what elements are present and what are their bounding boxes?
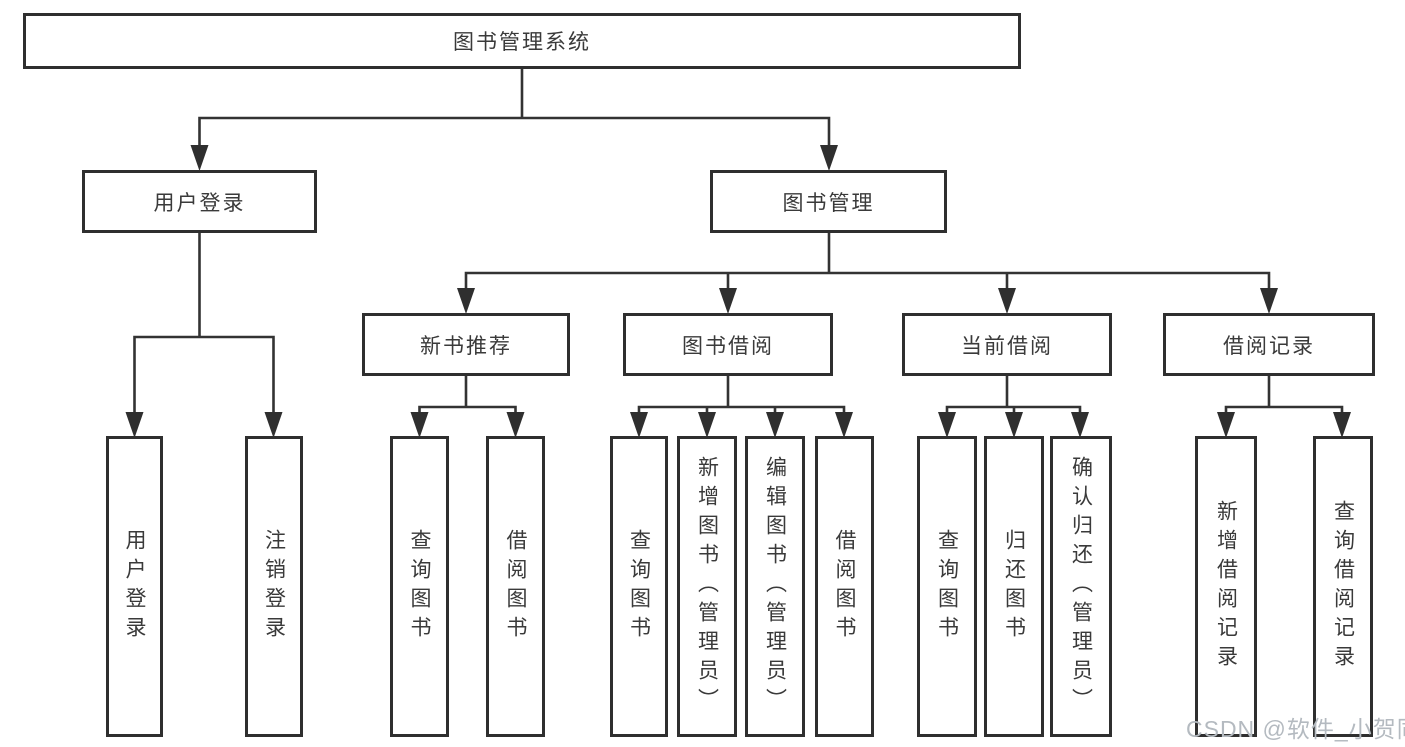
node-label: 借阅记录	[1223, 334, 1315, 358]
leaf-add-book-admin: 新增图书（管理员）	[677, 436, 737, 737]
leaf-label: 查询图书	[627, 528, 651, 645]
leaf-label: 新增图书（管理员）	[695, 456, 719, 717]
leaf-edit-book-admin: 编辑图书（管理员）	[745, 436, 805, 737]
csdn-watermark: CSDN @软件_小贺同学	[1186, 716, 1405, 742]
node-label: 用户登录	[153, 191, 246, 215]
leaf-user-login: 用户登录	[106, 436, 163, 737]
leaf-query-borrow-record: 查询借阅记录	[1313, 436, 1373, 737]
node-book-borrow: 图书借阅	[623, 313, 833, 376]
leaf-label: 编辑图书（管理员）	[763, 456, 787, 717]
leaf-label: 查询图书	[408, 528, 431, 645]
leaf-label: 注销登录	[262, 528, 286, 645]
leaf-borrow-books-recommend: 借阅图书	[486, 436, 545, 737]
leaf-label: 确认归还（管理员）	[1069, 456, 1093, 717]
leaf-label: 归还图书	[1002, 528, 1026, 645]
leaf-add-borrow-record: 新增借阅记录	[1195, 436, 1257, 737]
leaf-logout: 注销登录	[245, 436, 303, 737]
node-current-borrow: 当前借阅	[902, 313, 1112, 376]
node-borrow-records: 借阅记录	[1163, 313, 1375, 376]
node-book-management: 图书管理	[710, 170, 947, 233]
node-label: 图书借阅	[682, 334, 774, 358]
leaf-query-books-recommend: 查询图书	[390, 436, 449, 737]
leaf-borrow-books: 借阅图书	[815, 436, 874, 737]
leaf-query-books-borrow: 查询图书	[610, 436, 668, 737]
leaf-label: 用户登录	[123, 528, 146, 645]
leaf-return-book: 归还图书	[984, 436, 1044, 737]
leaf-label: 查询借阅记录	[1331, 499, 1355, 674]
leaf-query-books-current: 查询图书	[917, 436, 977, 737]
leaf-label: 借阅图书	[504, 528, 527, 645]
node-label: 图书管理	[782, 191, 875, 215]
arrowheads	[125, 145, 1351, 438]
node-root-library-system: 图书管理系统	[23, 13, 1021, 69]
node-label: 当前借阅	[961, 334, 1053, 358]
leaf-label: 借阅图书	[833, 528, 856, 645]
leaf-label: 新增借阅记录	[1214, 499, 1238, 674]
leaf-label: 查询图书	[935, 528, 959, 645]
node-label: 新书推荐	[420, 334, 512, 358]
node-user-login: 用户登录	[82, 170, 317, 233]
leaf-confirm-return-admin: 确认归还（管理员）	[1050, 436, 1112, 737]
node-label: 图书管理系统	[453, 31, 591, 54]
node-new-book-recommend: 新书推荐	[362, 313, 570, 376]
